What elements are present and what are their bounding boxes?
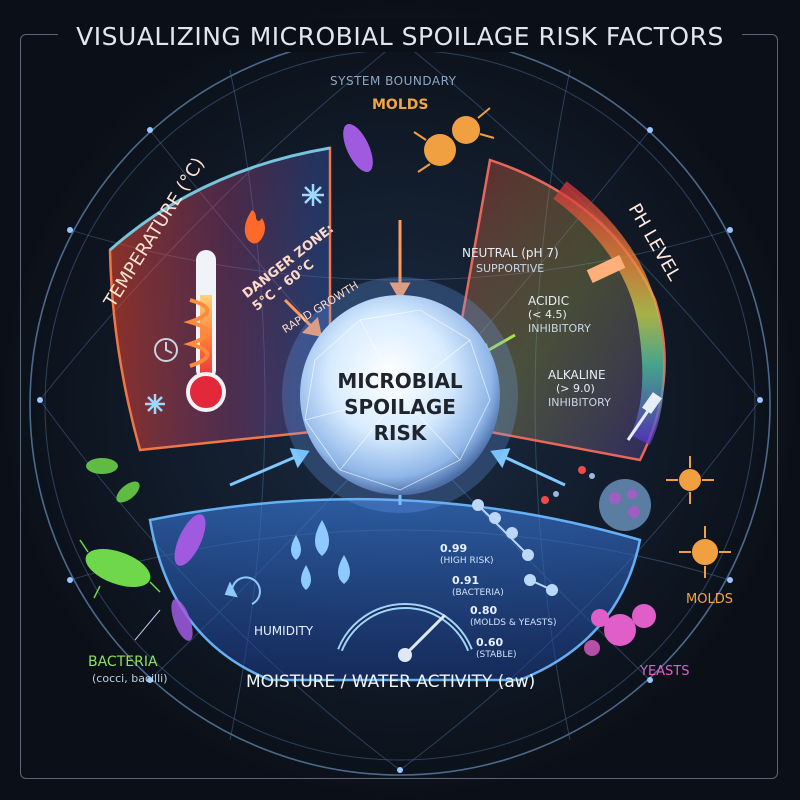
system-boundary-label: SYSTEM BOUNDARY bbox=[330, 74, 457, 88]
ph-acidic-label: ACIDIC bbox=[528, 294, 570, 308]
aw-level-3-value: 0.80 bbox=[470, 604, 498, 617]
thermometer-icon bbox=[183, 250, 226, 412]
aw-level-4-desc: (STABLE) bbox=[476, 650, 517, 660]
humidity-label: HUMIDITY bbox=[254, 624, 314, 638]
center-line-3: RISK bbox=[373, 421, 427, 445]
page-title: VISUALIZING MICROBIAL SPOILAGE RISK FACT… bbox=[76, 22, 724, 51]
ph-neutral-desc: SUPPORTIVE bbox=[476, 262, 545, 275]
snowflake-icon bbox=[302, 184, 324, 206]
molecule-icon bbox=[472, 499, 558, 596]
aw-level-3-desc: (MOLDS & YEASTS) bbox=[470, 618, 557, 628]
mold-icon-right bbox=[666, 456, 731, 578]
title-background bbox=[58, 18, 742, 52]
center-line-1: MICROBIAL bbox=[337, 369, 463, 393]
aw-level-2-desc: (BACTERIA) bbox=[452, 588, 504, 598]
ph-alkaline-desc: INHIBITORY bbox=[548, 396, 611, 409]
ph-neutral-label: NEUTRAL (pH 7) bbox=[462, 246, 559, 260]
center-line-2: SPOILAGE bbox=[344, 395, 456, 419]
bacillus-icon-purple-2 bbox=[171, 599, 193, 641]
water-drop-icon bbox=[291, 520, 350, 590]
bacillus-icon-top bbox=[343, 123, 373, 173]
aw-level-1-value: 0.99 bbox=[440, 542, 468, 555]
bacterium-icon bbox=[79, 539, 161, 599]
bacteria-sublabel: (cocci, bacilli) bbox=[92, 672, 168, 685]
molds-right-label: MOLDS bbox=[686, 592, 733, 607]
small-molecule-icon bbox=[541, 466, 595, 504]
mold-icon bbox=[413, 107, 495, 173]
moisture-heading: MOISTURE / WATER ACTIVITY (aw) bbox=[246, 672, 536, 692]
pipette-icon bbox=[626, 392, 662, 441]
aw-level-2-value: 0.91 bbox=[452, 574, 480, 587]
aw-level-4-value: 0.60 bbox=[476, 636, 504, 649]
bacillus-icon-purple bbox=[174, 514, 206, 566]
ph-alkaline-label: ALKALINE bbox=[548, 368, 606, 382]
center-label: MICROBIAL SPOILAGE RISK bbox=[300, 368, 500, 446]
flame-icon bbox=[244, 210, 265, 244]
ph-acidic-value: (< 4.5) bbox=[528, 308, 567, 321]
yeasts-label: YEASTS bbox=[640, 664, 690, 679]
yeast-icon bbox=[584, 604, 656, 656]
aw-level-1-desc: (HIGH RISK) bbox=[440, 556, 494, 566]
bacillus-icon-small-2 bbox=[116, 481, 140, 503]
ph-acidic-desc: INHIBITORY bbox=[528, 322, 591, 335]
humidity-cycle-icon bbox=[224, 576, 261, 605]
cell-cluster-icon bbox=[599, 479, 651, 531]
gauge-icon bbox=[337, 602, 473, 662]
clock-icon bbox=[154, 338, 178, 362]
ph-alkaline-value: (> 9.0) bbox=[556, 382, 595, 395]
bacillus-icon-small bbox=[86, 458, 118, 474]
molds-top-label: MOLDS bbox=[372, 97, 429, 113]
snowflake-icon-lower bbox=[145, 394, 165, 414]
bacteria-label: BACTERIA bbox=[88, 654, 158, 670]
